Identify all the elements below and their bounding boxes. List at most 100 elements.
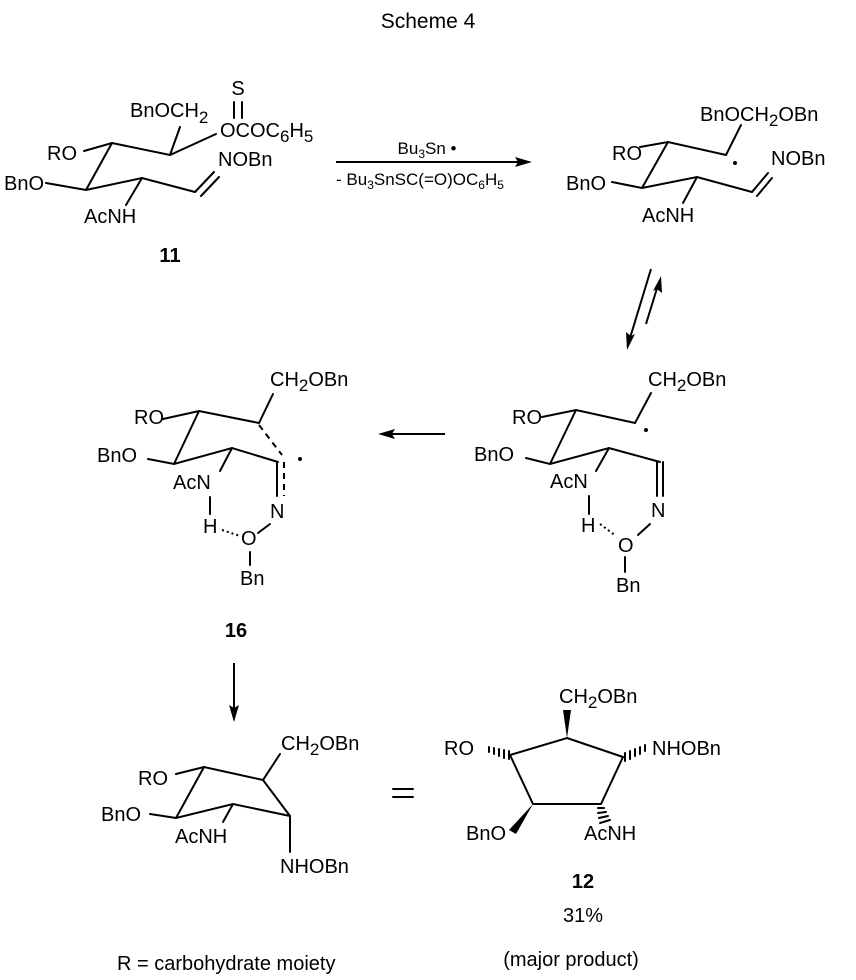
- byproduct-label: - Bu3SnSC(=O)OC6H5: [336, 170, 504, 192]
- bond-to-acn: [595, 447, 610, 472]
- o-label: O: [618, 535, 634, 557]
- h-label: H: [203, 516, 217, 538]
- side-chain-label: CH2OBn: [281, 733, 359, 759]
- wedge-bond-ch2obn: [563, 710, 571, 738]
- bond-to-acnh: [222, 803, 234, 823]
- oxime-label: NOBn: [771, 148, 825, 170]
- thiocarbonate-label: OCOC6H5: [220, 120, 313, 146]
- radical-dot: [733, 161, 737, 165]
- h-label: H: [581, 515, 595, 537]
- acnh-label: AcNH: [175, 826, 227, 848]
- bond-to-acnh: [682, 176, 698, 204]
- side-chain-label: CH2OBn: [270, 369, 348, 395]
- hashed-bond-ro: [488, 746, 510, 760]
- ring-bond-top: [541, 392, 652, 425]
- hashed-bond-nhobn: [624, 744, 646, 762]
- radical-dot: [644, 428, 648, 432]
- hashed-bond-acnh: [597, 807, 611, 824]
- bno-label: BnO: [97, 445, 137, 467]
- bn-label: Bn: [240, 568, 264, 590]
- ring-bond-left: [641, 141, 669, 189]
- acn-label: AcN: [173, 472, 211, 494]
- compound-number-16: 16: [225, 620, 247, 642]
- bond-to-acn: [219, 447, 233, 472]
- major-product-note: (major product): [503, 949, 639, 971]
- thiocarbonyl-s-label: S: [231, 78, 244, 100]
- ro-label: RO: [138, 768, 168, 790]
- cyclopentane-ring: [508, 736, 625, 805]
- ro-label: RO: [47, 143, 77, 165]
- equilibrium-arrowhead-up: [653, 276, 662, 293]
- ro-label: RO: [612, 143, 642, 165]
- arrow-head: [378, 429, 395, 439]
- down-arrow: [229, 663, 239, 722]
- forming-cc-bond: [258, 424, 283, 456]
- arrow-head: [515, 157, 532, 167]
- cyclization-arrow: [378, 429, 445, 439]
- radical-intermediate: BnOCH2OBn RO BnO AcNH NOBn: [566, 104, 825, 227]
- scheme-title: Scheme 4: [381, 10, 476, 33]
- compound-11: S BnOCH2 OCOC6H5 RO BnO AcNH NOBn 11: [4, 78, 313, 267]
- bond-to-acnh: [125, 177, 143, 206]
- equilibrium-arrowhead-down: [626, 332, 635, 350]
- side-chain-label: CH2OBn: [648, 369, 726, 395]
- bno-label: BnO: [466, 823, 506, 845]
- yield-label: 31%: [563, 905, 603, 927]
- n-label: N: [270, 501, 284, 523]
- bno-label: BnO: [4, 173, 44, 195]
- radical-conformer: CH2OBn RO BnO AcN H N O Bn: [474, 369, 726, 597]
- equilibrium-arrow-up: [645, 284, 659, 325]
- ring-bond-top: [175, 753, 281, 782]
- reaction-arrow-tin: Bu3Sn • - Bu3SnSC(=O)OC6H5: [336, 139, 532, 192]
- compound-number-12: 12: [572, 871, 594, 893]
- ring-bond-bottom: [149, 802, 291, 820]
- ring-bond-left: [85, 142, 113, 191]
- hydrogen-bond: [599, 523, 617, 537]
- ring-bond-bottom: [45, 176, 196, 193]
- oxime-double-bond-b: [756, 177, 773, 197]
- oxime-label: NOBn: [218, 149, 272, 171]
- ring-bond-top: [162, 393, 274, 425]
- oxime-double-bond-a: [751, 172, 769, 193]
- acn-label: AcN: [550, 471, 588, 493]
- ring-bond-top: [639, 124, 742, 157]
- bn-label: Bn: [616, 575, 640, 597]
- nhobn-label: NHOBn: [652, 738, 721, 760]
- side-chain-label: CH2OBn: [559, 686, 637, 712]
- ro-label: RO: [134, 407, 164, 429]
- bno-label: BnO: [101, 804, 141, 826]
- ro-label: RO: [512, 407, 542, 429]
- side-chain-label: BnOCH2OBn: [700, 104, 818, 130]
- equilibrium-arrow-down: [629, 268, 652, 339]
- ring-bond-left: [173, 410, 200, 465]
- hydrogen-bond: [221, 529, 241, 537]
- bno-label: BnO: [566, 173, 606, 195]
- bond-to-thiocarbonate: [169, 133, 217, 156]
- equals-sign: [392, 788, 414, 798]
- o-label: O: [241, 528, 257, 550]
- acnh-label: AcNH: [642, 205, 694, 227]
- no-bond: [257, 523, 271, 534]
- ring-bond-left: [175, 766, 205, 819]
- ring-bond-bottom: [525, 446, 661, 466]
- wedge-bond-bno: [509, 804, 533, 834]
- n-label: N: [651, 500, 665, 522]
- compound-16: CH2OBn RO BnO AcN H N O Bn 16: [97, 369, 348, 642]
- oxime-double-bond-a: [194, 171, 215, 193]
- ring-bond-bottom: [147, 446, 279, 466]
- oxime-double-bond-b: [200, 176, 220, 197]
- equilibrium-arrows: [626, 268, 662, 350]
- no-bond: [637, 523, 651, 536]
- nhobn-label: NHOBn: [280, 856, 349, 878]
- ring-bond-left: [549, 409, 577, 465]
- radical-dot: [298, 457, 302, 461]
- side-chain-label: BnOCH2: [130, 100, 208, 127]
- r-group-footnote: R = carbohydrate moiety: [117, 953, 335, 975]
- arrow-head: [229, 705, 239, 722]
- ring-bond-bottom: [611, 175, 753, 193]
- reagent-label: Bu3Sn •: [398, 139, 457, 161]
- chair-product: CH2OBn RO BnO AcNH NHOBn: [101, 733, 359, 878]
- compound-number-11: 11: [159, 245, 180, 267]
- compound-12: CH2OBn RO NHOBn BnO AcNH: [444, 686, 721, 971]
